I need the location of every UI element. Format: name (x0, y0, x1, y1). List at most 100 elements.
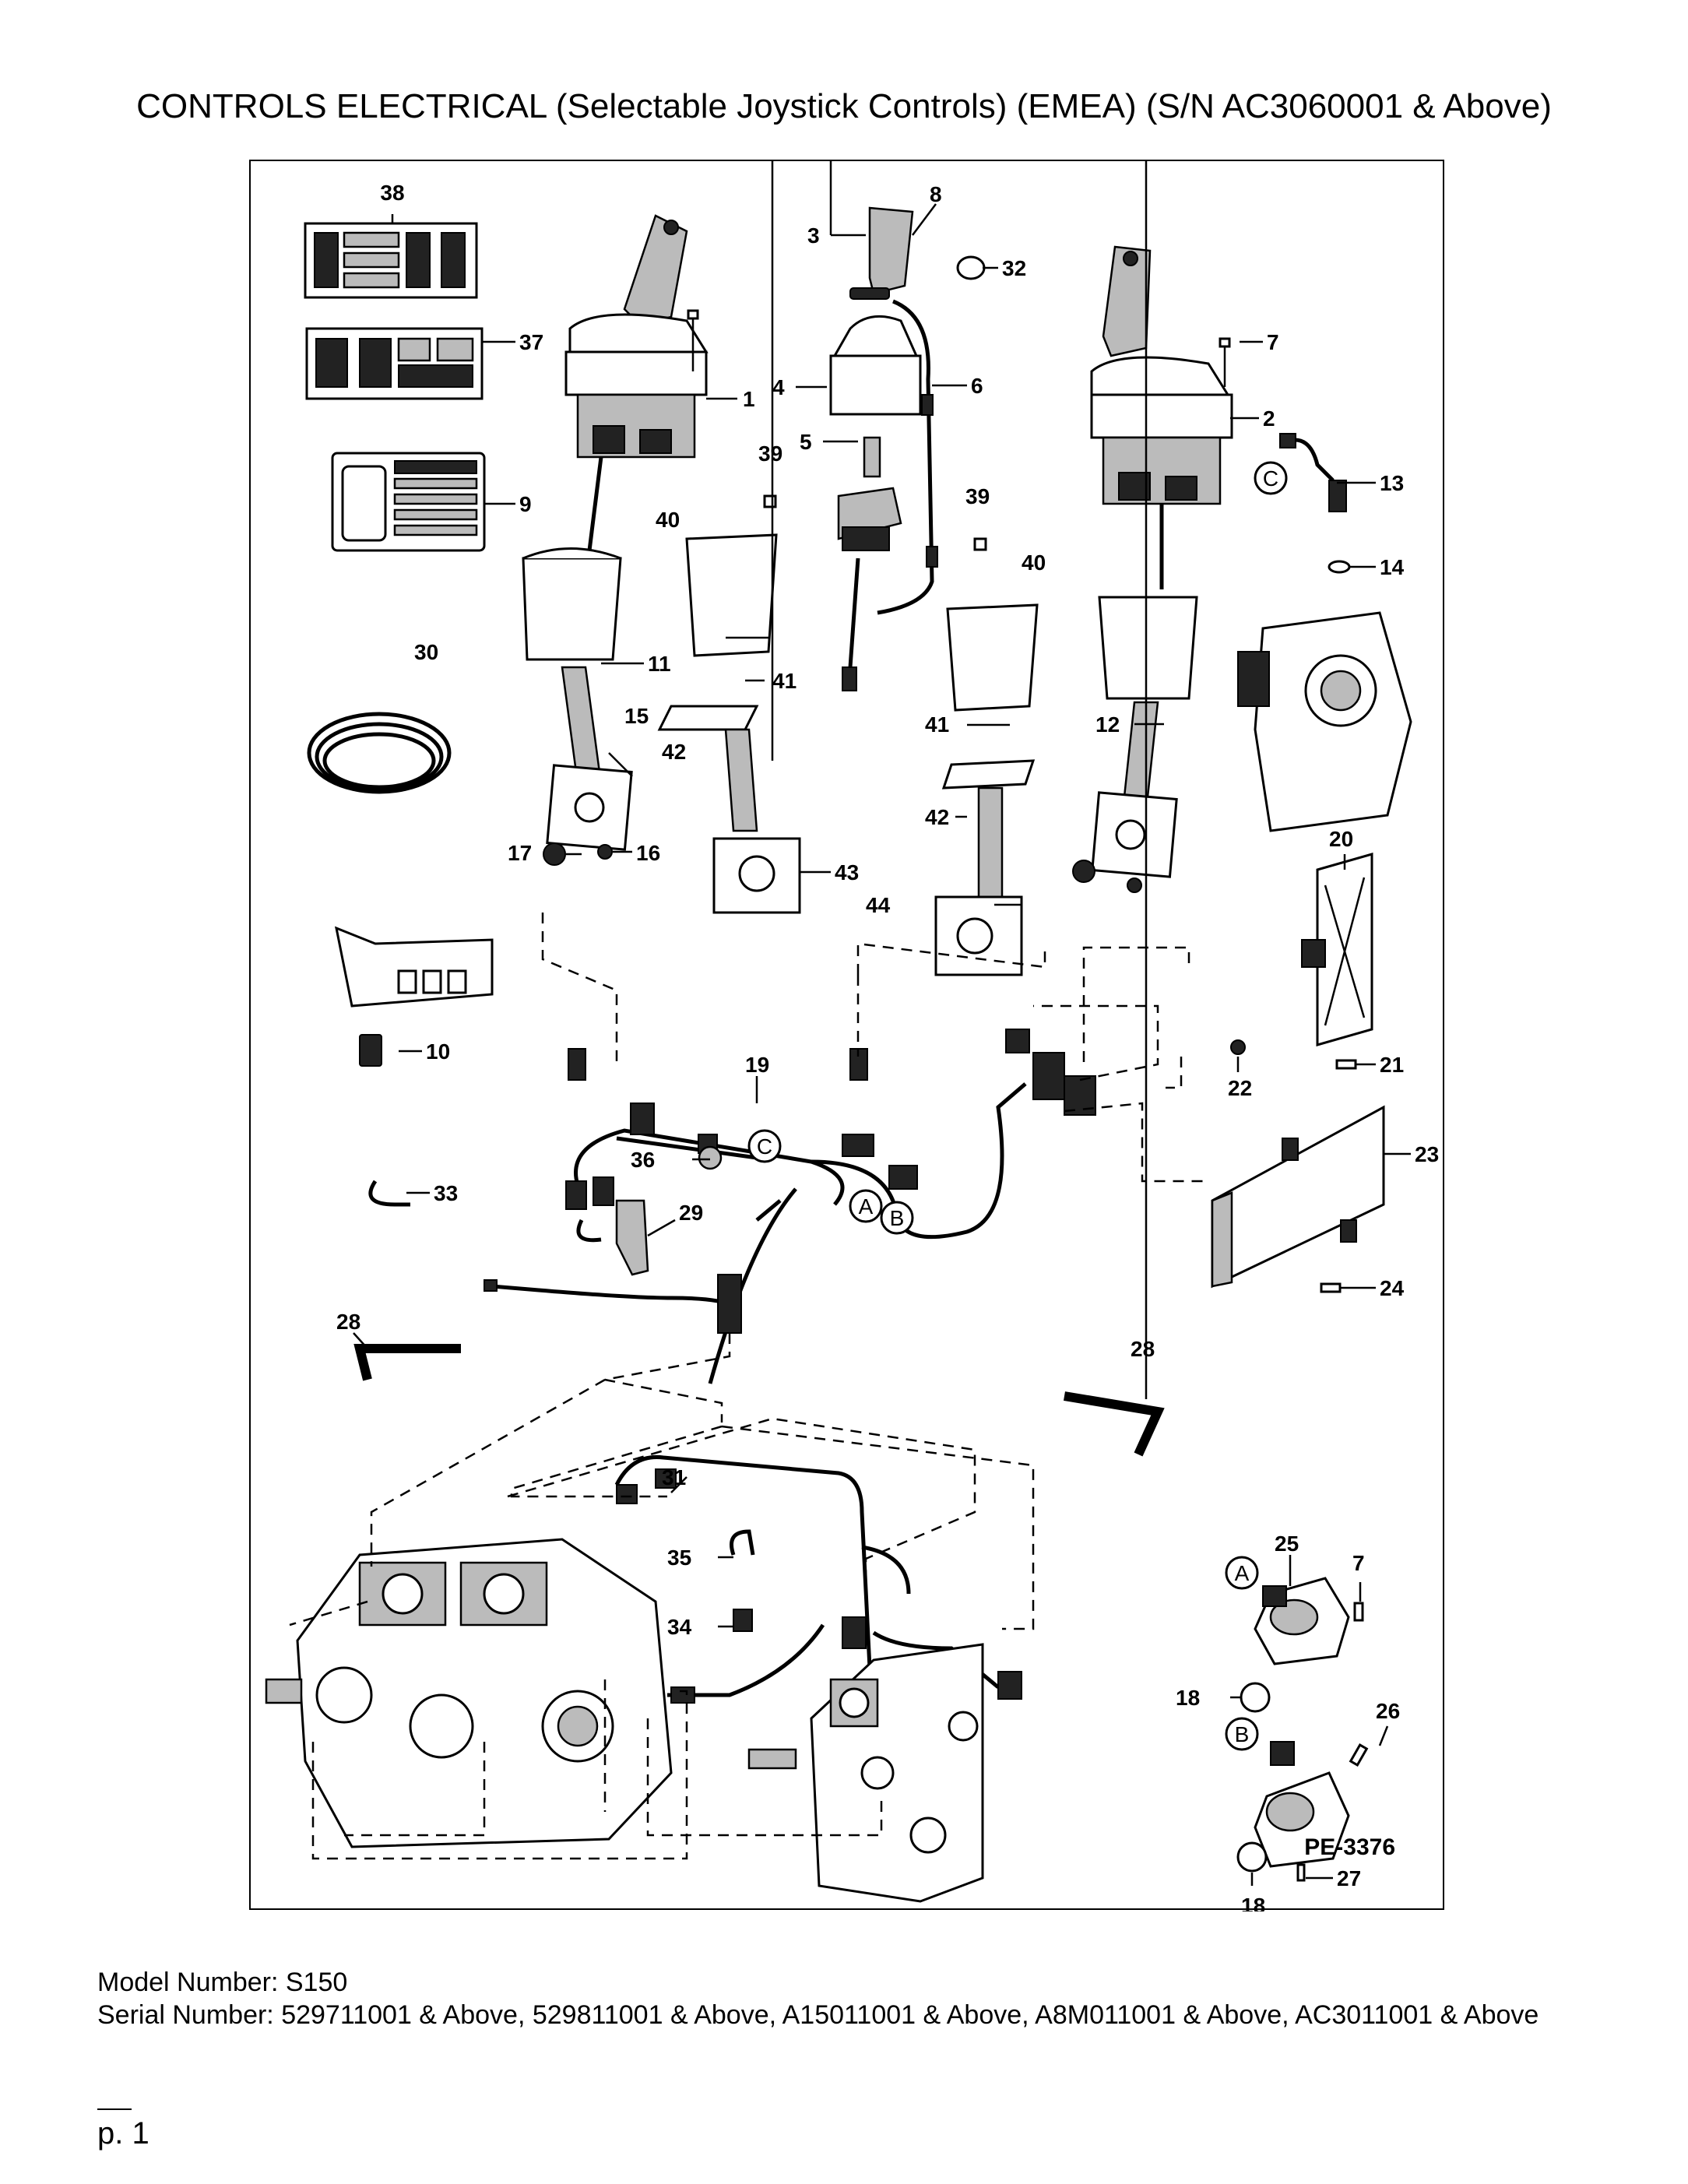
callout-4: 4 (772, 375, 785, 399)
screw-7-solenoid (1353, 1602, 1364, 1622)
parts-diagram: C C A B A B 38 37 9 1 3 8 32 4 6 5 39 39… (249, 160, 1444, 1911)
callout-2: 2 (1263, 406, 1275, 431)
boot-40-center (685, 533, 778, 657)
callout-26: 26 (1376, 1699, 1400, 1723)
mount-arm-44 (934, 759, 1036, 976)
callout-41-a: 41 (772, 669, 797, 693)
controller-23 (1211, 1105, 1385, 1289)
decal-38 (304, 222, 478, 299)
callout-37: 37 (519, 330, 543, 354)
callout-33: 33 (434, 1181, 458, 1205)
callout-27: 27 (1337, 1866, 1361, 1890)
callout-14: 14 (1380, 555, 1405, 579)
boot-left (522, 547, 622, 661)
callout-29: 29 (679, 1201, 703, 1225)
callout-10: 10 (426, 1039, 450, 1064)
sensor-13 (1279, 433, 1347, 512)
callout-30: 30 (414, 640, 438, 664)
right-joystick-2 (1090, 245, 1233, 589)
callout-31: 31 (662, 1465, 686, 1489)
rocker-switch-10 (359, 1034, 382, 1067)
svg-text:B: B (1235, 1722, 1250, 1746)
solenoid-26 (1254, 1741, 1350, 1868)
screw-7-left (687, 309, 699, 371)
callout-18-upper: 18 (1176, 1686, 1200, 1710)
callout-44: 44 (866, 893, 891, 917)
tie-35 (730, 1529, 755, 1556)
reference-code: PE-3376 (1304, 1834, 1395, 1860)
warning-decal-9 (331, 452, 486, 552)
svg-text:B: B (890, 1206, 905, 1230)
callout-28-left: 28 (336, 1310, 360, 1334)
callout-21: 21 (1380, 1053, 1404, 1077)
callout-5: 5 (800, 430, 812, 454)
serial-number: Serial Number: 529711001 & Above, 529811… (97, 2000, 1539, 2030)
exploded-view-drawing: C C A B A B 38 37 9 1 3 8 32 4 6 5 39 39… (265, 161, 1439, 1911)
callout-8: 8 (930, 182, 942, 206)
callout-6: 6 (971, 374, 983, 398)
callout-7-bottom: 7 (1352, 1551, 1365, 1575)
main-harness-19 (565, 1029, 1096, 1384)
callout-17: 17 (508, 841, 532, 865)
control-valve (747, 1643, 984, 1903)
plug-18-lower (1236, 1841, 1268, 1873)
console-panel (334, 926, 494, 1008)
callout-18-lower: 18 (1241, 1894, 1265, 1911)
callout-40-a: 40 (656, 508, 680, 532)
assembly-lines (289, 913, 1208, 1860)
callout-38: 38 (380, 181, 404, 205)
callout-9: 9 (519, 492, 532, 516)
page-number: p. 1 (97, 2116, 149, 2151)
clamp-33 (368, 1180, 410, 1207)
solenoid-25 (1254, 1577, 1350, 1665)
callout-42-b: 42 (925, 805, 949, 829)
svg-text:C: C (757, 1134, 772, 1159)
leader-lines (353, 161, 1411, 1886)
clamp-ring-29 (576, 1219, 602, 1243)
callout-23: 23 (1415, 1142, 1439, 1166)
callout-34: 34 (667, 1615, 692, 1639)
boot-40-right (946, 603, 1039, 712)
svg-text:A: A (1235, 1561, 1250, 1585)
center-joystick-3 (829, 206, 938, 691)
callout-28-right: 28 (1131, 1337, 1155, 1361)
svg-text:A: A (859, 1194, 874, 1219)
grommets-17-16 (543, 842, 1142, 893)
callout-13: 13 (1380, 471, 1404, 495)
callout-numbers: 38 37 9 1 3 8 32 4 6 5 39 39 40 40 7 2 1… (336, 181, 1439, 1911)
callout-24: 24 (1380, 1276, 1405, 1300)
ground-wire (484, 1274, 742, 1334)
plug-18-upper (1240, 1682, 1271, 1713)
nut-22 (1230, 1039, 1246, 1055)
connector-label-c-top: C (1254, 461, 1288, 495)
mount-arm-12 (1091, 701, 1178, 878)
page-divider (97, 2108, 132, 2110)
connector-label-a-solenoid: A (1225, 1556, 1259, 1590)
callout-39-a: 39 (758, 441, 782, 466)
callout-43: 43 (835, 860, 859, 885)
callout-22: 22 (1228, 1076, 1252, 1100)
callout-41-b: 41 (925, 712, 949, 737)
callout-40-b: 40 (1022, 550, 1046, 575)
page-title: CONTROLS ELECTRICAL (Selectable Joystick… (136, 87, 1552, 125)
o-ring-14 (1328, 560, 1351, 574)
mount-arm-11 (546, 666, 633, 851)
connector-label-a-harness: A (849, 1189, 883, 1223)
controller-20 (1301, 853, 1373, 1046)
screw-39-a (763, 494, 777, 508)
screw-21 (1335, 1059, 1357, 1070)
callout-39-b: 39 (965, 484, 990, 508)
callout-15: 15 (624, 704, 649, 728)
hex-key-28-left (353, 1344, 461, 1381)
screw-24 (1320, 1282, 1342, 1293)
clip-36 (698, 1145, 723, 1170)
clamp-32 (956, 255, 986, 280)
callout-1: 1 (743, 387, 755, 411)
callout-25: 25 (1275, 1532, 1299, 1556)
clip-34 (733, 1609, 753, 1632)
connector-label-b-harness: B (880, 1201, 914, 1235)
decal-37 (305, 327, 484, 400)
callout-7-top: 7 (1267, 330, 1279, 354)
callout-12: 12 (1095, 712, 1120, 737)
boot-right (1098, 596, 1198, 700)
